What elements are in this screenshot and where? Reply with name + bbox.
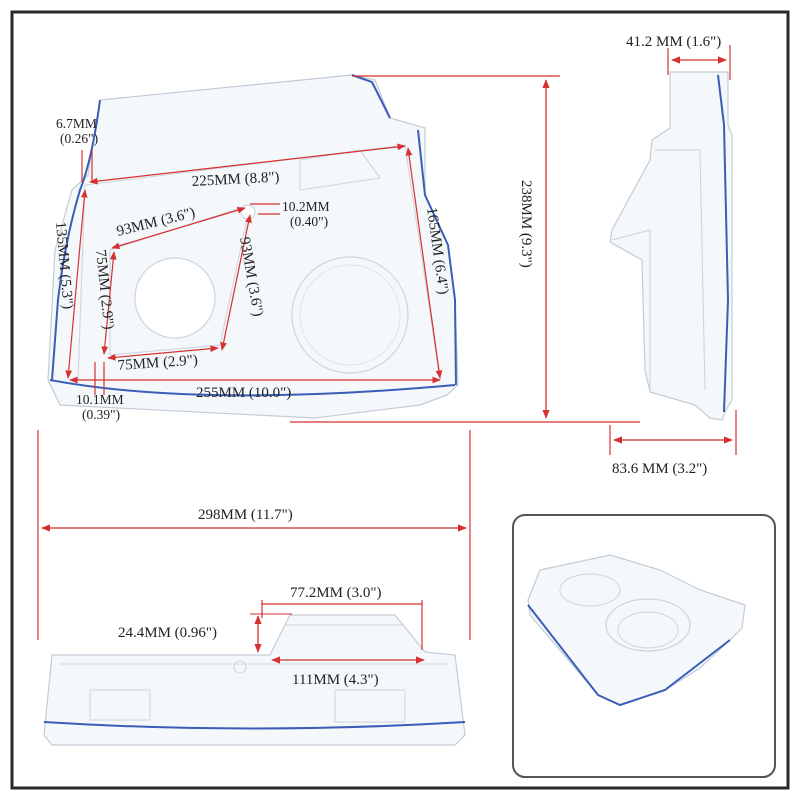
cover-side-view xyxy=(609,71,733,421)
dim-135: 135MM (5.3") xyxy=(52,221,76,310)
outer-border xyxy=(10,10,790,790)
dim-24-4: 24.4MM (0.96") xyxy=(118,625,217,641)
perspective-photo-inset xyxy=(512,514,776,778)
dim-255: 255MM (10.0") xyxy=(196,385,291,401)
dim-10-2-mm: 10.2MM xyxy=(282,199,330,214)
dim-298: 298MM (11.7") xyxy=(198,507,293,523)
dim-225: 225MM (8.8") xyxy=(191,169,280,190)
dim-238: 238MM (9.3") xyxy=(518,180,534,268)
dim-111: 111MM (4.3") xyxy=(292,672,379,688)
bolt-hole xyxy=(240,204,256,220)
dim-83-6: 83.6 MM (3.2") xyxy=(612,461,707,477)
dim-10-1-in: (0.39") xyxy=(82,407,120,422)
dim-10-2-in: (0.40") xyxy=(290,214,328,229)
dim-41-2: 41.2 MM (1.6") xyxy=(626,34,721,50)
dim-77-2: 77.2MM (3.0") xyxy=(290,585,382,601)
dim-6-7-mm: 6.7MM xyxy=(56,116,97,131)
dim-6-7-in: (0.26") xyxy=(60,131,98,146)
shaft-hole xyxy=(134,257,216,339)
dim-75-bottom: 75MM (2.9") xyxy=(117,352,198,374)
cover-bottom-view xyxy=(43,614,466,746)
dim-10-1-mm: 10.1MM xyxy=(76,392,124,407)
